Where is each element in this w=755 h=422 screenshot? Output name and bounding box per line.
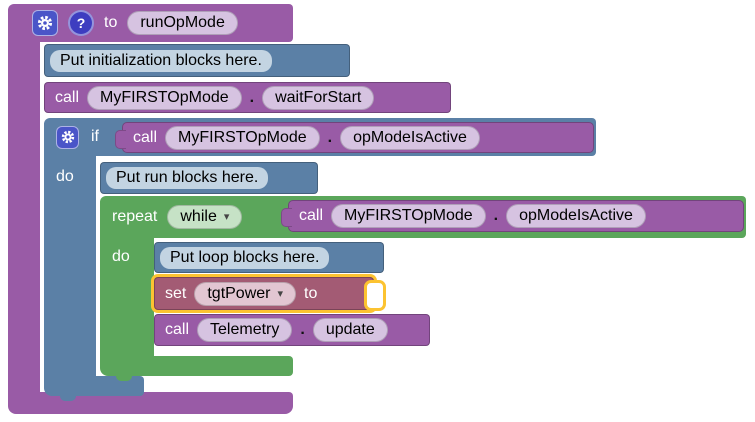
- repeat-condition-call-block[interactable]: call MyFIRSTOpMode . opModeIsActive: [281, 200, 744, 232]
- mutator-gear-button[interactable]: [32, 10, 58, 36]
- repeat-mode-dropdown[interactable]: while ▾: [167, 205, 243, 229]
- if-spine: [44, 156, 96, 376]
- comment-init-block[interactable]: Put initialization blocks here.: [44, 44, 350, 77]
- repeat-label: repeat: [112, 208, 158, 225]
- call-label: call: [133, 128, 158, 146]
- set-variable-block[interactable]: set tgtPower ▾ to: [154, 277, 386, 311]
- set-label: set: [165, 284, 187, 302]
- if-bottom-bar: [44, 376, 144, 396]
- procedure-bottom-bar: [8, 392, 293, 414]
- call-method-field[interactable]: update: [312, 318, 388, 342]
- gear-icon: [37, 15, 53, 31]
- comment-loop-block[interactable]: Put loop blocks here.: [154, 242, 384, 273]
- gear-icon: [61, 130, 74, 144]
- repeat-bottom-bar: [100, 356, 293, 376]
- dot-separator: .: [249, 88, 255, 106]
- variable-dropdown[interactable]: tgtPower ▾: [194, 281, 297, 306]
- chevron-down-icon: ▾: [277, 287, 284, 300]
- call-waitforstart-block[interactable]: call MyFIRSTOpMode . waitForStart: [44, 82, 451, 113]
- question-mark-icon: ?: [76, 15, 86, 31]
- repeat-do-label: do: [112, 248, 130, 265]
- call-method-field[interactable]: opModeIsActive: [506, 204, 646, 228]
- if-mutator-gear-button[interactable]: [56, 125, 79, 149]
- call-telemetry-update-block[interactable]: call Telemetry . update: [154, 314, 430, 346]
- if-label: if: [91, 128, 99, 145]
- dot-separator: .: [327, 128, 333, 146]
- call-object-field[interactable]: Telemetry: [197, 318, 293, 342]
- repeat-mode-value: while: [180, 208, 217, 225]
- help-button[interactable]: ?: [68, 10, 94, 36]
- dot-separator: .: [493, 207, 499, 224]
- comment-run-block[interactable]: Put run blocks here.: [100, 162, 318, 194]
- call-method-field[interactable]: opModeIsActive: [340, 125, 480, 150]
- if-do-label: do: [56, 168, 74, 185]
- if-next-connector: [60, 395, 76, 401]
- comment-run-text: Put run blocks here.: [106, 167, 269, 189]
- chevron-down-icon: ▾: [223, 211, 230, 223]
- call-object-field[interactable]: MyFIRSTOpMode: [165, 125, 320, 150]
- call-label: call: [165, 321, 190, 338]
- variable-name: tgtPower: [207, 284, 271, 302]
- repeat-next-connector: [116, 375, 132, 381]
- call-method-field[interactable]: waitForStart: [262, 85, 375, 110]
- call-object-field[interactable]: MyFIRSTOpMode: [87, 85, 242, 110]
- output-plug: [281, 208, 292, 227]
- call-label: call: [55, 88, 80, 106]
- call-object-field[interactable]: MyFIRSTOpMode: [331, 204, 486, 228]
- procedure-name-field[interactable]: runOpMode: [127, 11, 238, 35]
- empty-value-socket[interactable]: [364, 280, 386, 311]
- if-condition-call-block[interactable]: call MyFIRSTOpMode . opModeIsActive: [115, 122, 594, 153]
- dot-separator: .: [300, 321, 305, 338]
- to-label: to: [104, 14, 118, 31]
- call-label: call: [299, 207, 324, 224]
- output-plug: [115, 130, 126, 149]
- to-label: to: [304, 284, 318, 302]
- procedure-spine: [8, 38, 40, 394]
- repeat-spine: [100, 238, 154, 358]
- procedure-header[interactable]: ? to runOpMode: [8, 4, 293, 42]
- comment-loop-text: Put loop blocks here.: [160, 246, 330, 269]
- comment-init-text: Put initialization blocks here.: [50, 49, 272, 72]
